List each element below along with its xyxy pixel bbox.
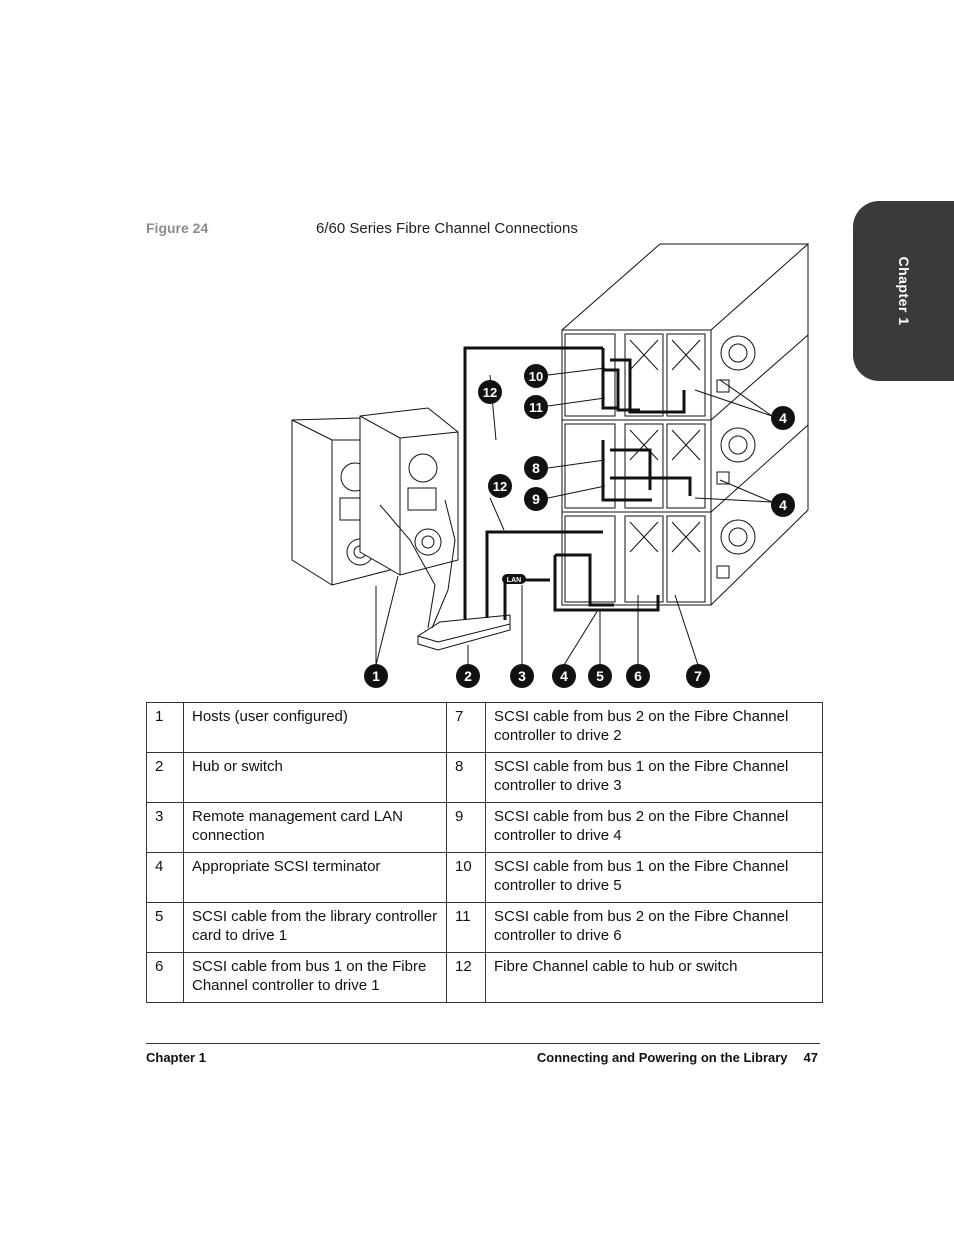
legend-number: 12 [446,952,486,1003]
hub-switch [417,614,511,651]
fibre-channel-connection-diagram: LAN 1 2 3 4 5 6 7 10 11 12 8 9 12 4 4 [291,242,809,688]
footer-rule [146,1043,820,1044]
svg-text:5: 5 [596,668,604,684]
legend-description: Fibre Channel cable to hub or switch [485,952,823,1003]
legend-number: 1 [146,702,184,753]
page-number: 47 [803,1050,818,1065]
callout-12-top: 12 [478,380,502,404]
legend-description: SCSI cable from bus 2 on the Fibre Chann… [485,702,823,753]
legend-description: Appropriate SCSI terminator [183,852,447,903]
svg-text:4: 4 [560,668,568,684]
legend-number: 10 [446,852,486,903]
legend-number: 6 [146,952,184,1003]
svg-text:9: 9 [532,491,540,507]
figure-title: 6/60 Series Fibre Channel Connections [316,220,578,237]
chapter-tab[interactable]: Chapter 1 [853,201,954,381]
legend-description: SCSI cable from bus 1 on the Fibre Chann… [183,952,447,1003]
callout-7: 7 [686,664,710,688]
legend-description: Hub or switch [183,752,447,803]
footer-chapter: Chapter 1 [146,1050,206,1065]
legend-number: 3 [146,802,184,853]
callout-8: 8 [524,456,548,480]
chapter-tab-label: Chapter 1 [895,256,912,326]
legend-number: 11 [446,902,486,953]
callout-9: 9 [524,487,548,511]
svg-text:10: 10 [529,369,543,384]
svg-text:4: 4 [779,497,787,513]
svg-text:3: 3 [518,668,526,684]
callout-3: 3 [510,664,534,688]
svg-text:7: 7 [694,668,702,684]
legend-description: SCSI cable from bus 1 on the Fibre Chann… [485,752,823,803]
callout-12-bottom: 12 [488,474,512,498]
callout-1: 1 [364,664,388,688]
legend-description: SCSI cable from bus 2 on the Fibre Chann… [485,902,823,953]
footer-section-title: Connecting and Powering on the Library [536,1050,788,1065]
legend-number: 4 [146,852,184,903]
figure-label: Figure 24 [146,220,209,236]
legend-number: 5 [146,902,184,953]
callout-4-bottom: 4 [552,664,576,688]
svg-text:1: 1 [372,668,380,684]
svg-text:LAN: LAN [507,577,521,584]
svg-text:4: 4 [779,410,787,426]
legend-description: SCSI cable from the library controller c… [183,902,447,953]
svg-text:6: 6 [634,668,642,684]
svg-text:11: 11 [529,400,543,415]
svg-text:2: 2 [464,668,472,684]
svg-text:8: 8 [532,460,540,476]
callout-4-right-bottom: 4 [771,493,795,517]
callout-11: 11 [524,395,548,419]
legend-description: SCSI cable from bus 1 on the Fibre Chann… [485,852,823,903]
footer-section: Connecting and Powering on the Library 47 [537,1050,818,1065]
callout-2: 2 [456,664,480,688]
svg-text:12: 12 [483,385,497,400]
lan-tag: LAN [502,574,526,584]
legend-number: 2 [146,752,184,803]
legend-description: Remote management card LAN connection [183,802,447,853]
legend-number: 8 [446,752,486,803]
legend-number: 7 [446,702,486,753]
svg-text:12: 12 [493,479,507,494]
callout-4-right-top: 4 [771,406,795,430]
legend-description: SCSI cable from bus 2 on the Fibre Chann… [485,802,823,853]
callout-6: 6 [626,664,650,688]
callout-10: 10 [524,364,548,388]
host-computer-right [359,407,459,576]
legend-number: 9 [446,802,486,853]
callout-5: 5 [588,664,612,688]
legend-description: Hosts (user configured) [183,702,447,753]
